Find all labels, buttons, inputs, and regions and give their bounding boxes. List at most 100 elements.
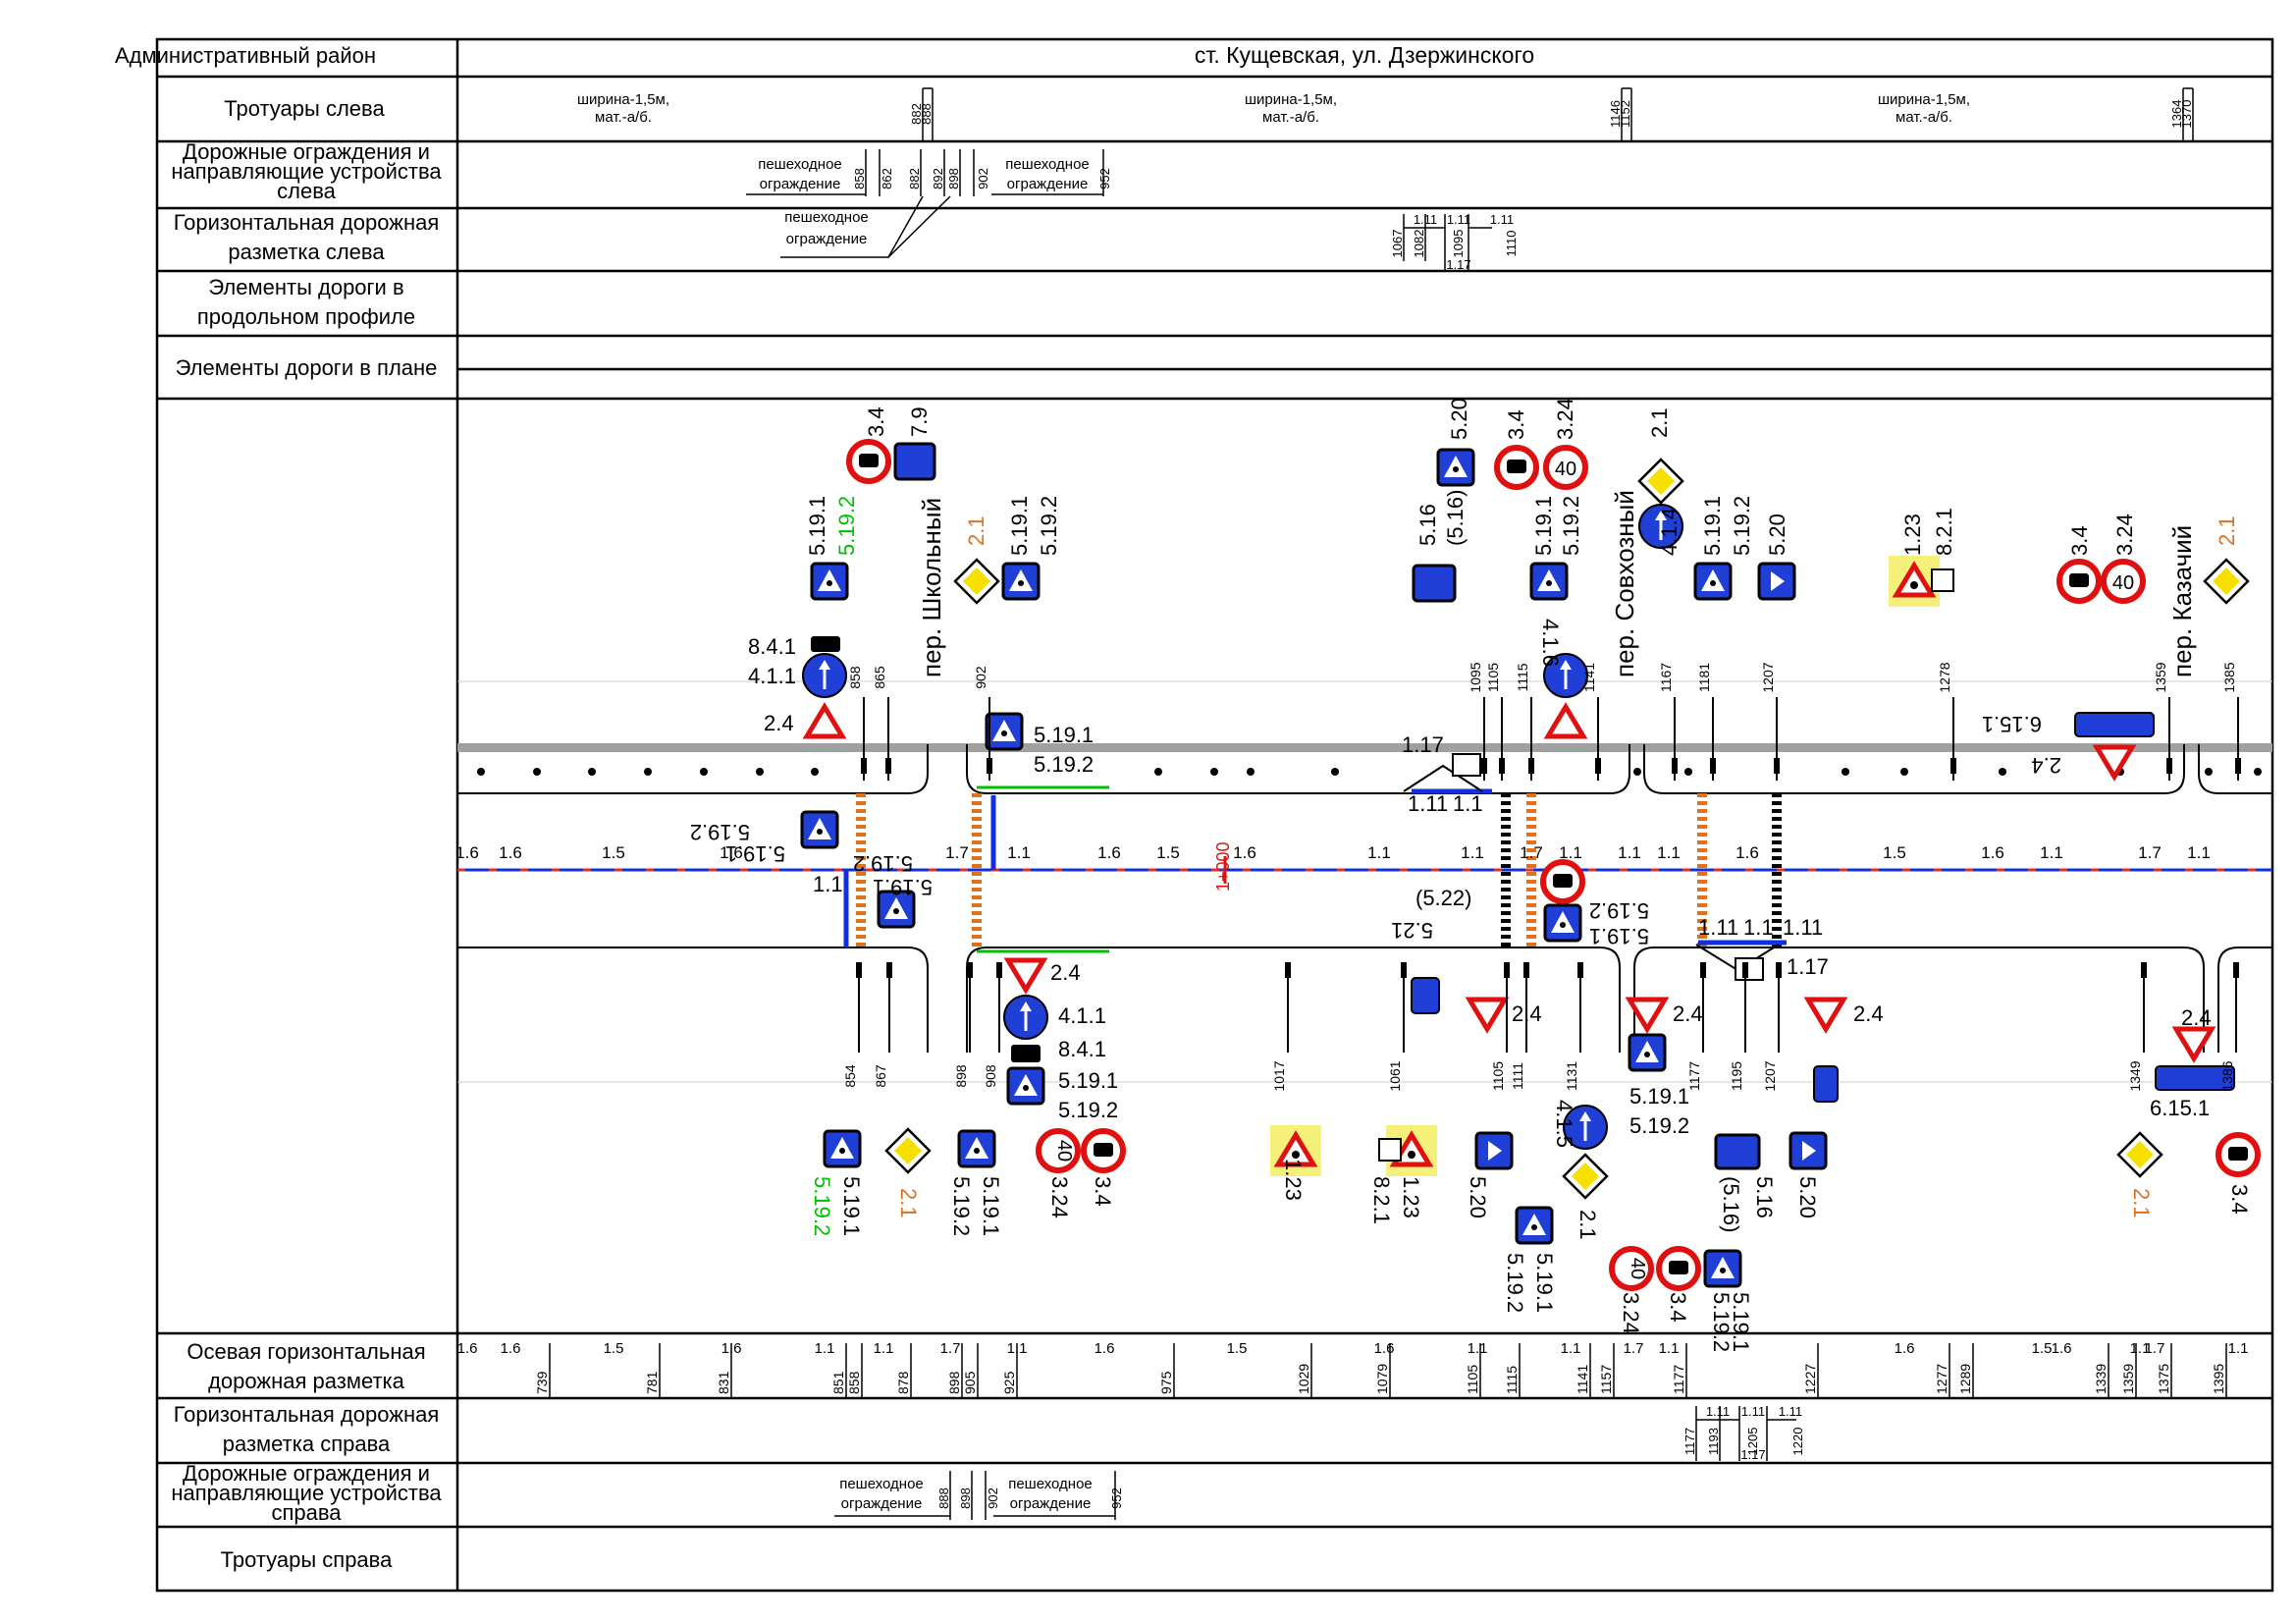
lbl-4-1-1: 4.1.1 — [1058, 1003, 1106, 1028]
lbl-5-16-paren: (5.16) — [1719, 1176, 1743, 1232]
lbl-5-16: 5.16 — [1752, 1176, 1777, 1218]
table-frame — [155, 37, 2274, 1593]
axial-type-label: 1.1 — [2040, 843, 2063, 862]
sign-post-base — [1528, 758, 1534, 774]
axial-mark: 831 — [716, 1371, 731, 1394]
axial-mark: 1375 — [2156, 1364, 2171, 1394]
main-road-sign-icon — [953, 558, 1000, 605]
axial-type-label: 1.6 — [455, 843, 479, 862]
lbl-3-4: 3.4 — [2227, 1184, 2252, 1215]
guard-left-mark-902: 902 — [976, 168, 990, 189]
marking-right-row: 1177 1193 1205 1220 1.11 1.11 1.11 1.17 — [1682, 1404, 1805, 1462]
axial-type: 1.1 — [874, 1340, 894, 1357]
axial-type: 1.5 — [604, 1340, 624, 1357]
guard-left-mark-952: 952 — [1097, 168, 1112, 189]
lane-sign-icon — [1789, 1131, 1828, 1170]
guard-left-label-b1: пешеходное — [1005, 156, 1090, 173]
lbl-5-19-2: 5.19.2 — [1037, 496, 1061, 556]
lbl-2-4: 2.4 — [764, 711, 794, 735]
lbl-7-9: 7.9 — [907, 406, 932, 437]
lbl-3-24: 3.24 — [1619, 1292, 1643, 1334]
service-sign-icon — [893, 442, 936, 481]
lbl-5-19-2: 5.19.2 — [853, 851, 913, 876]
axial-mark: 878 — [895, 1371, 911, 1394]
row-guard-left-3: слева — [277, 179, 337, 203]
axial-type-label: 1.6 — [1735, 843, 1759, 862]
crossing-sign-icon — [1529, 562, 1569, 601]
lbl-5-20: 5.20 — [1447, 398, 1471, 440]
row-marking-left-1: Горизонтальная дорожная — [174, 210, 440, 235]
row-guard-left-1: Дорожные ограждения и — [183, 139, 430, 164]
lane-sign-icon — [1757, 562, 1796, 601]
sidewalk-mark-888: 888 — [919, 103, 934, 125]
road-curb-top — [457, 743, 2272, 752]
lbl-5-19-2: 5.19.2 — [1034, 752, 1094, 777]
crossing-sign-icon — [1543, 903, 1582, 943]
sign-post-base — [2141, 962, 2147, 978]
lbl-8-4-1: 8.4.1 — [748, 634, 796, 659]
axial-mark: 1227 — [1802, 1364, 1818, 1394]
post-label-top: 1115 — [1515, 663, 1530, 691]
sign-post-base — [1672, 758, 1678, 774]
lbl-3-4: 3.4 — [1091, 1176, 1115, 1207]
crossing-sign-icon — [1006, 1066, 1045, 1106]
axial-type: 1.7 — [2145, 1340, 2165, 1357]
crossing-sign-icon — [1001, 562, 1041, 601]
marking-right-type-1: 1.11 — [1706, 1404, 1730, 1419]
marking-left-mark-1082: 1082 — [1412, 230, 1426, 258]
road-plan: 1+000 — [457, 680, 2272, 1083]
lbl-5-19-1: 5.19.1 — [1532, 1253, 1557, 1313]
sign-post-base — [1504, 962, 1510, 978]
lbl-5-19-2: 5.19.2 — [1559, 496, 1583, 556]
marking-left-mark-1095: 1095 — [1451, 230, 1466, 258]
axial-type-label: 1.6 — [1233, 843, 1256, 862]
post-label-top: 1181 — [1696, 663, 1712, 692]
main-road-sign-icon — [2116, 1131, 2163, 1178]
axial-type-label: 1.1 — [1618, 843, 1641, 862]
axial-type: 1.7 — [940, 1340, 961, 1357]
axial-type: 1.6 — [721, 1340, 742, 1357]
no-trucks-sign-icon — [1497, 448, 1536, 487]
post-label-top: 1385 — [2221, 662, 2237, 692]
sign-post-base — [1700, 962, 1706, 978]
row-sidewalks-right: Тротуары справа — [221, 1547, 393, 1572]
axial-type: 1.6 — [1095, 1340, 1115, 1357]
lbl-1-1: 1.1 — [1743, 915, 1774, 940]
marking-right-mark-1177: 1177 — [1682, 1428, 1697, 1455]
post-label-bottom: 1207 — [1762, 1060, 1778, 1091]
sign-post-base — [1776, 962, 1782, 978]
lbl-3-4: 3.4 — [2067, 525, 2092, 556]
parking-sign-icon — [1411, 977, 1440, 1014]
lbl-2-1-orange: 2.1 — [2215, 515, 2239, 546]
signs-top — [801, 442, 2250, 777]
lbl-5-19-2: 5.19.2 — [1629, 1113, 1689, 1138]
main-road-sign-icon — [2203, 558, 2250, 605]
lbl-1-1: 1.1 — [813, 872, 843, 896]
lbl-6-15-1: 6.15.1 — [2150, 1096, 2210, 1120]
sign-post-base — [2235, 758, 2241, 774]
district-label: Административный район — [115, 43, 376, 68]
bus-stop-sign-icon — [1714, 1133, 1761, 1170]
speed-40: 40 — [1555, 459, 1576, 480]
axial-type-label: 1.7 — [1520, 843, 1543, 862]
axial-type: 1.6 — [1374, 1340, 1395, 1357]
post-label-bottom: 908 — [983, 1064, 998, 1088]
km-marker: 1+000 — [1213, 841, 1233, 892]
lbl-5-19-2: 5.19.2 — [949, 1176, 974, 1236]
axial-type: 1.5 — [1227, 1340, 1248, 1357]
yield-sign-icon — [807, 707, 842, 736]
guard-left-mark-882: 882 — [907, 168, 922, 189]
marking-right-mark-1205: 1205 — [1745, 1428, 1760, 1456]
lbl-4-1-4: 4.1.4 — [1657, 508, 1682, 556]
no-trucks-sign-icon — [2059, 562, 2099, 601]
lbl-2-4: 2.4 — [1050, 960, 1081, 985]
lbl-2-4: 2.4 — [2181, 1005, 2212, 1030]
row-profile-2: продольном профиле — [197, 304, 415, 329]
sidewalk-mark-1152: 1152 — [1618, 100, 1632, 128]
sidewalk-seg1-width: ширина-1,5м, — [577, 91, 669, 108]
axial-type-label: 1.6 — [720, 843, 743, 862]
axial-type-label: 1.7 — [945, 843, 969, 862]
marking-left-mark-1110: 1110 — [1504, 231, 1519, 257]
lbl-4-1-1: 4.1.1 — [748, 664, 796, 688]
